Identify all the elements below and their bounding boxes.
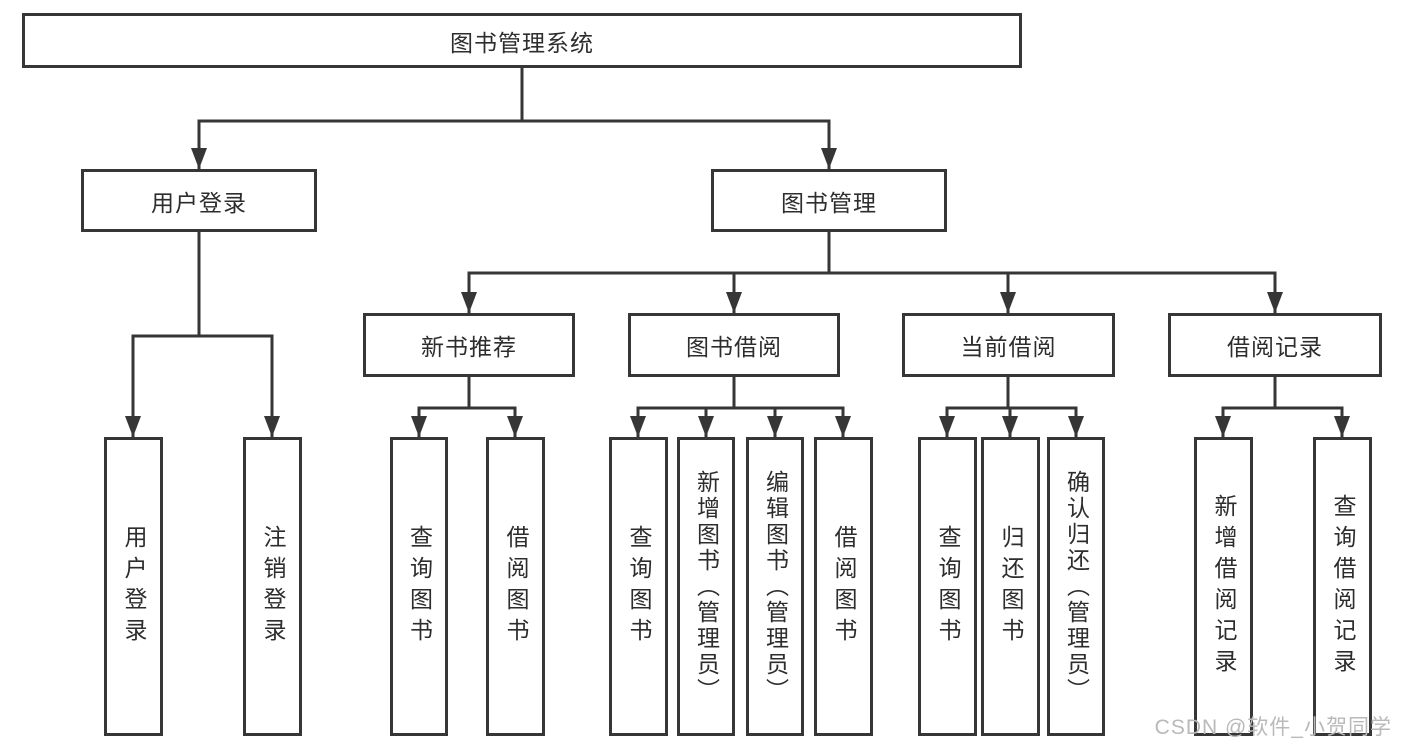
leaf-recommend-query-books: 查询图书 [390,437,448,736]
node-current-borrowing: 当前借阅 [902,313,1115,377]
arrowhead [767,416,783,437]
edge-bookmgmt-branch [467,271,1277,313]
arrowhead [698,416,714,437]
node-borrow-records: 借阅记录 [1168,313,1382,377]
edge-root-branch [197,119,831,169]
leaf-borrowing-add-books-admin: 新增图书（管理员） [677,437,735,736]
arrowhead [461,292,477,313]
leaf-logout: 注销登录 [243,437,302,736]
arrowhead [411,416,427,437]
leaf-records-add-record: 新增借阅记录 [1194,437,1253,736]
edge-recommend-branch [417,406,517,437]
arrowhead [726,292,742,313]
arrowhead [1334,416,1350,437]
edge-userlogin-branch [131,334,274,437]
leaf-user-login: 用户登录 [104,437,163,736]
leaf-records-query-record: 查询借阅记录 [1313,437,1372,736]
arrowhead [630,416,646,437]
leaf-borrowing-borrow-books: 借阅图书 [814,437,873,736]
leaf-current-confirm-return-admin: 确认归还（管理员） [1047,437,1105,736]
leaf-current-query-books: 查询图书 [918,437,977,736]
leaf-recommend-borrow-books: 借阅图书 [486,437,545,736]
arrowhead [125,416,141,437]
node-book-borrowing: 图书借阅 [628,313,840,377]
watermark: CSDN @软件_小贺同学 [1154,716,1392,739]
connector-edges [131,68,1344,437]
arrowhead [1002,416,1018,437]
arrowhead [821,148,837,169]
leaf-current-return-books: 归还图书 [981,437,1040,736]
node-root-system: 图书管理系统 [22,13,1022,68]
node-user-login: 用户登录 [81,169,317,232]
leaf-borrowing-edit-books-admin: 编辑图书（管理员） [746,437,804,736]
edge-borrowing-branch [636,406,845,437]
leaf-borrowing-query-books: 查询图书 [609,437,668,736]
arrowhead [835,416,851,437]
arrowhead [191,148,207,169]
node-new-book-recommend: 新书推荐 [363,313,575,377]
edge-records-branch [1221,406,1344,437]
arrowhead [1000,292,1016,313]
arrowhead [1215,416,1231,437]
arrowhead [1068,416,1084,437]
arrowhead [507,416,523,437]
node-book-management: 图书管理 [711,169,947,232]
arrowhead [939,416,955,437]
connector-arrowheads [125,148,1350,437]
arrowhead [264,416,280,437]
arrowhead [1267,292,1283,313]
